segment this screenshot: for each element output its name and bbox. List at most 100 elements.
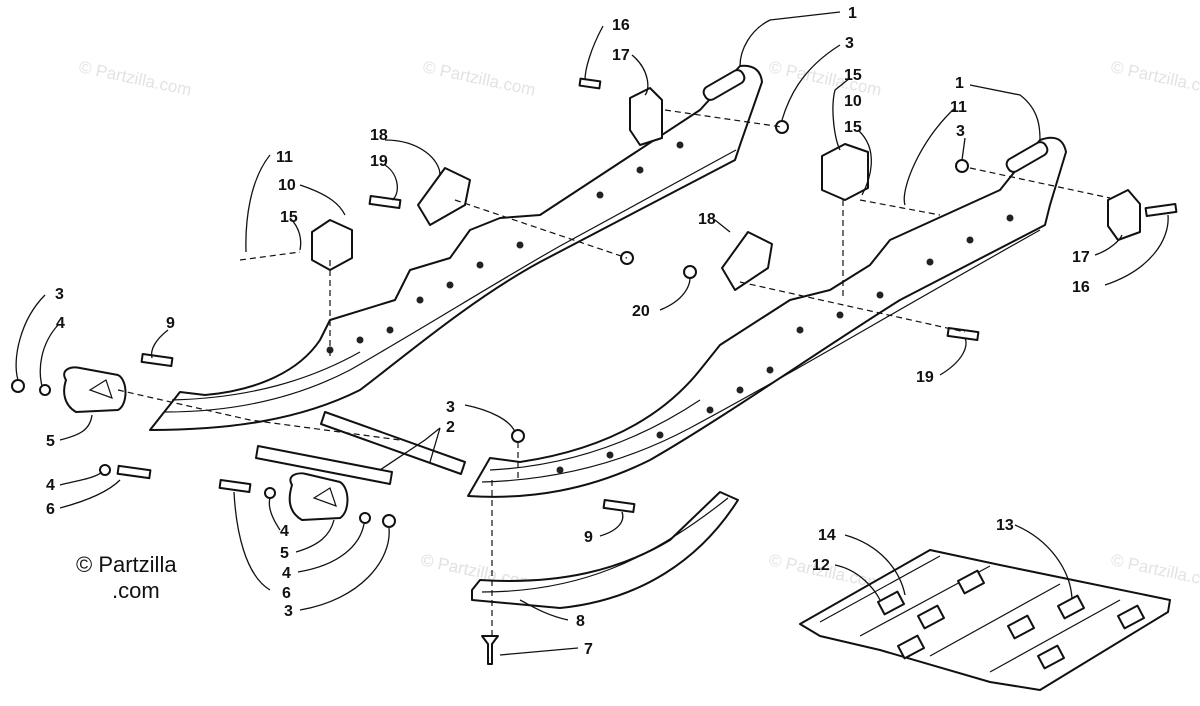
callout-14: 14 (818, 527, 836, 544)
rail-hole (966, 236, 974, 244)
alignment-lines (117, 109, 1111, 636)
watermark: © Partzilla.com (77, 57, 193, 99)
callout-15: 15 (844, 119, 862, 136)
rail-hole (676, 141, 684, 149)
rail-hole (416, 296, 424, 304)
screw-icon (481, 635, 499, 665)
rail-hole (706, 406, 714, 414)
track-section (799, 549, 1171, 691)
callout-19: 19 (370, 153, 388, 170)
mount-block-top (629, 87, 663, 146)
bumper-block-lower (288, 472, 349, 521)
callout-7: 7 (584, 641, 593, 658)
callout-15: 15 (280, 209, 298, 226)
rail-hole (446, 281, 454, 289)
nut-icon (511, 429, 525, 443)
callout-8: 8 (576, 613, 585, 630)
copyright-notice: © Partzilla .com (76, 552, 276, 604)
stop-block-right (821, 143, 869, 201)
callout-3: 3 (956, 123, 965, 140)
callout-2: 2 (446, 419, 455, 436)
callout-9: 9 (584, 529, 593, 546)
callout-3: 3 (845, 35, 854, 52)
callout-16: 16 (612, 17, 630, 34)
rail-hole (796, 326, 804, 334)
callout-5: 5 (280, 545, 289, 562)
copyright-line: © Partzilla (76, 552, 177, 577)
rail-hole (516, 241, 524, 249)
bolt-icon (116, 464, 152, 480)
stop-block-left (311, 219, 353, 271)
rail-hole (636, 166, 644, 174)
bolt-icon (140, 352, 174, 368)
rail-hole (876, 291, 884, 299)
callout-1: 1 (848, 5, 857, 22)
bolt-icon (1144, 202, 1178, 218)
washer-icon (39, 384, 51, 396)
callout-3: 3 (284, 603, 293, 620)
rail-hole (356, 336, 364, 344)
callout-3: 3 (446, 399, 455, 416)
callout-4: 4 (282, 565, 291, 582)
rail-hole (386, 326, 394, 334)
watermark: © Partzilla.com (1109, 550, 1200, 592)
callout-4: 4 (280, 523, 289, 540)
nut-icon (775, 120, 789, 134)
nut-icon (11, 379, 25, 393)
bracket-left (417, 167, 471, 226)
rail-hole (656, 431, 664, 439)
callout-19: 19 (916, 369, 934, 386)
bolt-icon (946, 326, 980, 342)
watermark: © Partzilla.com (767, 57, 883, 99)
nut-icon (683, 265, 697, 279)
washer-icon (359, 512, 371, 524)
bolt-icon (218, 478, 252, 494)
rail-hole (1006, 214, 1014, 222)
leader-lines (15, 11, 1169, 656)
callout-17: 17 (1072, 249, 1090, 266)
watermark: © Partzilla.com (421, 57, 537, 99)
bolt-icon (368, 194, 402, 210)
right-slide-rail (467, 136, 1067, 498)
mount-block-right (1107, 189, 1141, 241)
rail-holes (326, 141, 1014, 474)
callout-17: 17 (612, 47, 630, 64)
callout-18: 18 (698, 211, 716, 228)
callout-12: 12 (812, 557, 830, 574)
nut-icon (955, 159, 969, 173)
callout-16: 16 (1072, 279, 1090, 296)
callout-18: 18 (370, 127, 388, 144)
callout-1: 1 (955, 75, 964, 92)
bumper-block-left (63, 366, 127, 413)
bolt-icon (578, 77, 602, 90)
callout-10: 10 (278, 177, 296, 194)
callout-3: 3 (55, 286, 64, 303)
callout-9: 9 (166, 315, 175, 332)
rail-hole (596, 191, 604, 199)
callout-6: 6 (282, 585, 291, 602)
rail-hole (736, 386, 744, 394)
hifax-wear-strip (471, 491, 739, 609)
watermark: © Partzilla.com (1109, 57, 1200, 99)
callout-20: 20 (632, 303, 650, 320)
callout-15: 15 (844, 67, 862, 84)
rail-hole (476, 261, 484, 269)
cross-shafts (255, 411, 466, 485)
bracket-right (721, 231, 773, 291)
rail-hole (766, 366, 774, 374)
washer-icon (264, 487, 276, 499)
washer-icon (99, 464, 111, 476)
rail-hole (606, 451, 614, 459)
left-slide-rail (149, 64, 763, 431)
rail-hole (556, 466, 564, 474)
copyright-line: .com (112, 578, 160, 603)
bolt-icon (602, 498, 636, 514)
rail-hole (926, 258, 934, 266)
nut-icon (382, 514, 396, 528)
callout-6: 6 (46, 501, 55, 518)
callout-11: 11 (950, 99, 967, 116)
callout-4: 4 (46, 477, 55, 494)
callout-5: 5 (46, 433, 55, 450)
callout-labels: 1 3 16 17 15 10 15 1 11 3 18 19 11 10 15… (46, 5, 1090, 658)
